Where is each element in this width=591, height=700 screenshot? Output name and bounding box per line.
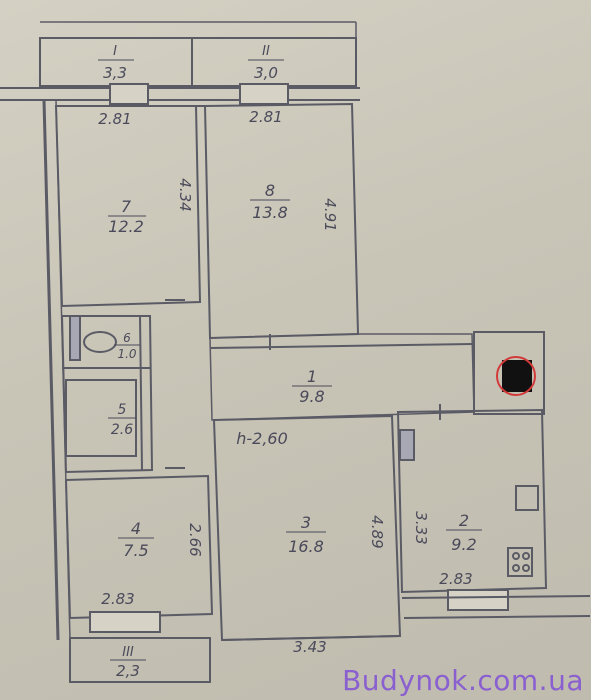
room-4-label: 4 7.5 xyxy=(118,519,154,560)
room-2-label: 2 9.2 xyxy=(446,511,482,554)
room-8-area: 13.8 xyxy=(252,203,288,222)
chimney-marker xyxy=(496,356,536,396)
room-1-area: 9.8 xyxy=(299,387,324,406)
room-7-label: 7 12.2 xyxy=(108,197,146,236)
room-4-outline xyxy=(64,474,214,620)
window-room8 xyxy=(239,83,289,105)
dim-room8-width: 2.81 xyxy=(249,108,282,126)
room-3-num: 3 xyxy=(301,513,311,532)
room-7-area: 12.2 xyxy=(108,217,144,236)
room-3-label: 3 16.8 xyxy=(286,513,326,556)
window-room7 xyxy=(109,83,149,105)
dim-room3-length: 4.89 xyxy=(368,515,386,548)
balcony-III-num: III xyxy=(122,645,134,660)
watermark-text: Budynok.com.ua xyxy=(342,664,584,697)
dim-room3-width: 3.43 xyxy=(293,638,326,656)
dim-room8-length: 4.91 xyxy=(321,198,339,231)
dim-room2-width: 2.83 xyxy=(439,570,472,588)
balcony-I-area: 3,3 xyxy=(103,64,127,82)
window-room2 xyxy=(447,589,509,611)
room-5-label: 5 2.6 xyxy=(108,402,136,438)
dim-room7-length: 4.34 xyxy=(176,178,194,211)
toilet-fixture xyxy=(83,331,117,353)
room-3-area: 16.8 xyxy=(288,537,324,556)
balcony-I-num: I xyxy=(113,44,117,59)
room-7-outline xyxy=(54,105,202,308)
room-2-outline xyxy=(396,408,548,594)
room-6-area: 1.0 xyxy=(117,347,136,361)
kitchen-stove xyxy=(507,547,533,577)
room-4-num: 4 xyxy=(131,519,141,538)
room-2-area: 9.2 xyxy=(451,535,476,554)
balcony-III-outline xyxy=(69,637,211,683)
room-8-label: 8 13.8 xyxy=(250,181,290,222)
balcony-III-area: 2,3 xyxy=(116,662,140,680)
room-8-num: 8 xyxy=(265,181,275,200)
room-4-area: 7.5 xyxy=(123,541,148,560)
window-room4 xyxy=(89,611,161,633)
kitchen-sink xyxy=(515,485,539,511)
bath-tile-hatch xyxy=(69,315,81,361)
kitchen-tile-hatch xyxy=(399,429,415,461)
balcony-II-num: II xyxy=(262,44,270,59)
balcony-II-area: 3,0 xyxy=(254,64,278,82)
room-6-num: 6 xyxy=(123,331,131,345)
dim-room2-length: 3.33 xyxy=(412,511,430,544)
dim-room7-width: 2.81 xyxy=(98,110,131,128)
room-2-num: 2 xyxy=(459,511,469,530)
room-7-num: 7 xyxy=(121,197,132,216)
room-1-label: 1 9.8 xyxy=(292,367,332,406)
room-6-label: 6 1.0 xyxy=(114,331,140,361)
ventilation-niche xyxy=(473,331,545,415)
room-1-num: 1 xyxy=(307,367,317,386)
room-5-area: 2.6 xyxy=(111,422,133,438)
ceiling-height-label: h-2,60 xyxy=(236,429,288,448)
room-5-num: 5 xyxy=(118,402,127,418)
bath-block-outline xyxy=(60,315,154,474)
chimney-block xyxy=(502,360,532,392)
left-outer-wall xyxy=(42,99,60,641)
balcony-top-outline xyxy=(39,37,357,87)
dim-room4-length: 2.66 xyxy=(186,523,204,556)
dim-room4-width: 2.83 xyxy=(101,590,134,608)
